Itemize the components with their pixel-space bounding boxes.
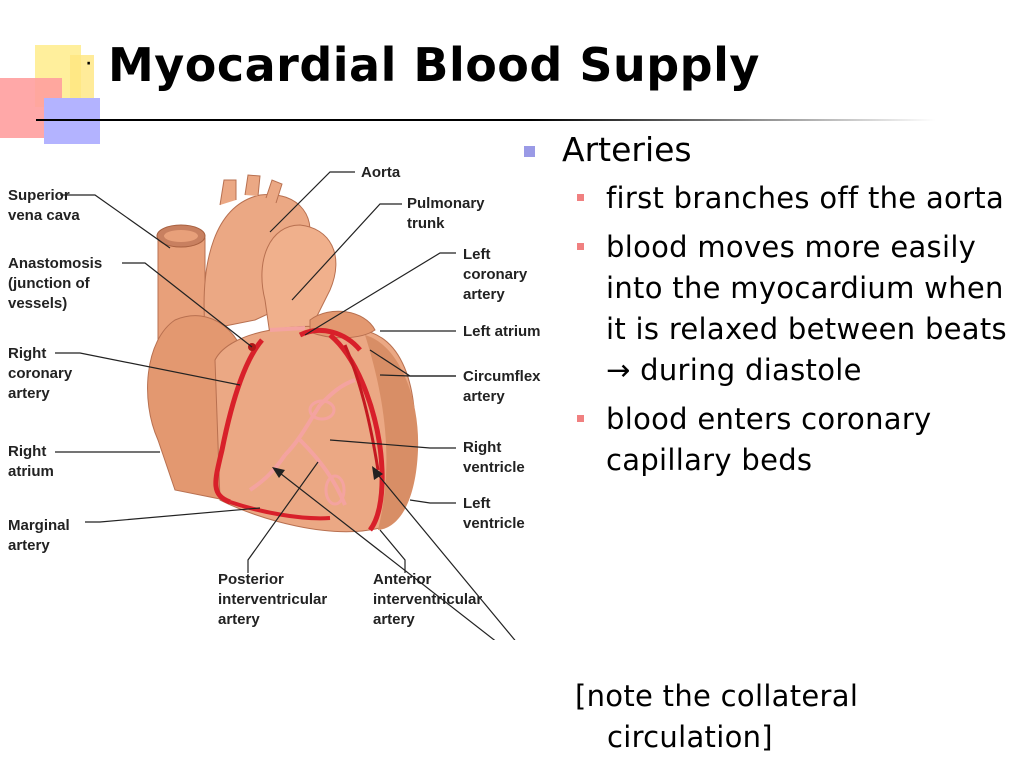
posterior-interventricular-vessel (248, 326, 356, 506)
label-pulmonary-1: Pulmonary (407, 195, 485, 212)
arrowhead-left (272, 467, 285, 478)
label-marg-2: artery (8, 537, 50, 554)
anterior-interventricular-vessel (343, 344, 380, 471)
label-lca-3: artery (463, 286, 505, 303)
label-rca-1: Right (8, 345, 46, 362)
label-marg-1: Marginal (8, 517, 70, 534)
decor-square-yellow-2 (70, 55, 94, 105)
arrowhead-right (372, 466, 383, 480)
title-bullet-mark: · (86, 56, 92, 72)
label-ra-2: atrium (8, 463, 54, 480)
svc-inner (164, 230, 198, 242)
label-rv-2: ventricle (463, 459, 525, 476)
label-lv-1: Left (463, 495, 491, 512)
sub-bullet-item: blood moves more easily into the myocard… (520, 227, 1010, 391)
collateral-note: [note the collateral circulation] (575, 676, 858, 758)
left-ventricle-shape (365, 335, 419, 530)
sub-bullet-text: blood enters coronary capillary beds (606, 402, 932, 477)
anastomosis-node (308, 399, 336, 421)
label-piv-3: artery (218, 611, 260, 628)
title-underline (36, 119, 936, 121)
label-piv-1: Posterior (218, 571, 284, 588)
heart-diagram: Aorta Pulmonary trunk Superior vena cava… (8, 164, 541, 640)
leader-lines (55, 171, 516, 640)
bullet-marker (524, 146, 535, 157)
label-lca-2: coronary (463, 266, 528, 283)
aorta-branches (219, 174, 283, 206)
label-aorta: Aorta (361, 164, 401, 181)
decor-square-blue (44, 98, 100, 144)
label-lca-1: Left (463, 246, 491, 263)
label-pulmonary-2: trunk (407, 215, 445, 232)
note-line-1: [note the collateral (575, 679, 859, 713)
sub-bullet-list: first branches off the aorta blood moves… (520, 178, 1010, 481)
bullet-arteries: Arteries (520, 128, 1010, 172)
bullet-list: Arteries first branches off the aorta bl… (520, 128, 1010, 489)
pulmonary-trunk-shape (261, 224, 337, 336)
label-aiv-2: interventricular (373, 591, 482, 608)
label-ra-1: Right (8, 443, 46, 460)
label-piv-2: interventricular (218, 591, 327, 608)
sub-bullet-text: first branches off the aorta (606, 181, 1005, 215)
label-anast-3: vessels) (8, 295, 67, 312)
label-svc-2: vena cava (8, 207, 80, 224)
sub-bullet-text: blood moves more easily into the myocard… (606, 230, 1007, 387)
slide-title: Myocardial Blood Supply (108, 38, 760, 92)
label-lv-2: ventricle (463, 515, 525, 532)
label-left-atrium: Left atrium (463, 323, 541, 340)
label-circ-2: artery (463, 388, 505, 405)
label-anast-1: Anastomosis (8, 255, 102, 272)
label-rv-1: Right (463, 439, 501, 456)
label-rca-2: coronary (8, 365, 73, 382)
label-anast-2: (junction of (8, 275, 91, 292)
label-svc-1: Superior (8, 187, 70, 204)
note-line-2: circulation] (607, 720, 773, 754)
sub-bullet-marker (577, 243, 584, 250)
label-circ-1: Circumflex (463, 368, 541, 385)
anastomosis-node-2 (324, 474, 346, 506)
label-aiv-1: Anterior (373, 571, 432, 588)
left-coronary-artery (298, 327, 362, 352)
sub-bullet-item: first branches off the aorta (520, 178, 1010, 219)
label-aiv-3: artery (373, 611, 415, 628)
right-coronary-artery (213, 338, 264, 505)
sub-bullet-marker (577, 415, 584, 422)
label-rca-3: artery (8, 385, 50, 402)
sub-bullet-item: blood enters coronary capillary beds (520, 399, 1010, 481)
bullet-arteries-text: Arteries (562, 130, 692, 169)
sub-bullet-marker (577, 194, 584, 201)
